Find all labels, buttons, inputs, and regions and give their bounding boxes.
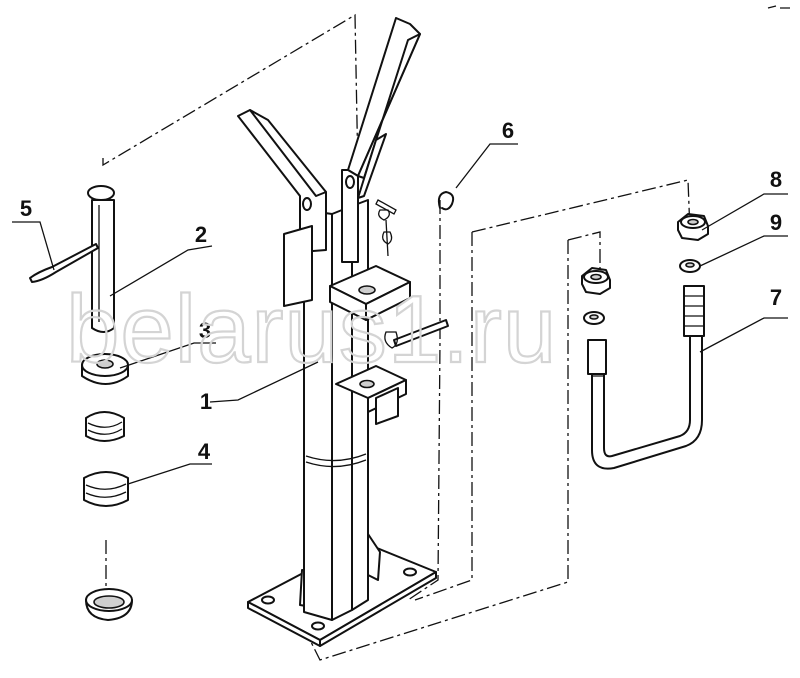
washer-left xyxy=(583,311,605,325)
callout-3: 3 xyxy=(199,318,211,343)
hook-part-6 xyxy=(437,191,455,211)
leader-lines xyxy=(12,143,788,485)
callout-2: 2 xyxy=(195,222,207,247)
cotter-pin-part-5 xyxy=(29,243,99,283)
callout-1: 1 xyxy=(200,389,212,414)
callout-4: 4 xyxy=(198,439,211,464)
spring-upper xyxy=(85,411,125,442)
nut-left xyxy=(581,267,611,295)
callout-6: 6 xyxy=(502,118,514,143)
u-bolt-part-7 xyxy=(587,285,705,470)
washer-part-9 xyxy=(679,259,701,273)
washer-part-3 xyxy=(81,353,129,385)
spring-lower xyxy=(83,471,129,507)
corner-mark xyxy=(767,5,790,9)
spring-cup-bottom xyxy=(85,588,133,621)
callout-labels: 1 2 3 4 5 6 7 8 9 xyxy=(20,118,782,464)
nut-part-8 xyxy=(677,213,709,241)
callout-7: 7 xyxy=(770,285,782,310)
stand-part-1 xyxy=(237,17,449,647)
callout-5: 5 xyxy=(20,196,32,221)
pin-part-2 xyxy=(87,185,115,333)
callout-9: 9 xyxy=(770,210,782,235)
callout-8: 8 xyxy=(770,167,782,192)
watermark-text: belarus1.ru xyxy=(66,276,557,383)
